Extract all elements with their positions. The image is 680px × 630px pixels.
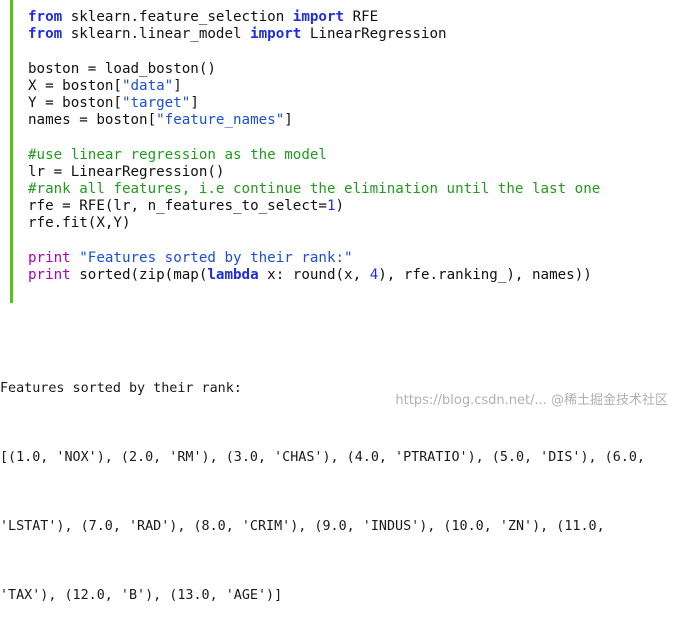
code-token: rfe = RFE(lr, n_features_to_select= [28, 198, 327, 215]
code-line: #rank all features, i.e continue the eli… [28, 181, 600, 198]
code-token-cmt: #rank all features, i.e continue the eli… [28, 180, 601, 197]
output-line-1: [(1.0, 'NOX'), (2.0, 'RM'), (3.0, 'CHAS'… [0, 450, 645, 465]
output-line-2: 'LSTAT'), (7.0, 'RAD'), (8.0, 'CRIM'), (… [0, 519, 605, 534]
code-token: boston = load_boston() [28, 60, 216, 77]
code-token: sklearn.linear_model [62, 26, 251, 43]
code-line: Y = boston["target"] [28, 95, 600, 112]
code-line: print sorted(zip(map(lambda x: round(x, … [28, 267, 600, 284]
code-token-kw: from [28, 26, 63, 43]
code-line: X = boston["data"] [28, 78, 600, 95]
output-line-3: 'TAX'), (12.0, 'B'), (13.0, 'AGE')] [0, 588, 283, 603]
code-line [28, 232, 600, 249]
code-token: ] [284, 112, 293, 129]
code-token: LinearRegression [301, 26, 447, 43]
code-token: names = boston[ [28, 112, 157, 129]
code-line: from sklearn.feature_selection import RF… [28, 9, 600, 26]
code-token: RFE [344, 9, 379, 25]
output-header: Features sorted by their rank: [0, 381, 242, 396]
code-token: lr = LinearRegression() [28, 163, 225, 180]
code-token-prn: print [28, 249, 71, 266]
output-block: Features sorted by their rank: [(1.0, 'N… [0, 331, 680, 630]
code-token: Y = boston[ [28, 94, 122, 111]
code-line: print "Features sorted by their rank:" [28, 250, 600, 267]
code-line: rfe.fit(X,Y) [28, 215, 600, 232]
code-token: ] [190, 94, 199, 111]
code-token-kw: import [292, 9, 345, 25]
code-token-num: 1 [326, 198, 336, 215]
code-line: names = boston["feature_names"] [28, 112, 600, 129]
code-token: ), rfe.ranking_), names)) [378, 266, 592, 283]
code-line [28, 43, 600, 60]
code-token [71, 250, 80, 266]
code-line: rfe = RFE(lr, n_features_to_select=1) [28, 198, 600, 215]
code-token: x: round(x, [258, 266, 370, 283]
code-token: rfe.fit(X,Y) [28, 215, 131, 232]
code-token-kw: lambda [207, 266, 259, 283]
code-token: sorted(zip(map( [70, 266, 208, 283]
code-token-kw: from [28, 9, 63, 25]
code-token-num: 4 [369, 266, 379, 283]
watermark: https://blog.csdn.net/... @稀土掘金技术社区 [395, 393, 668, 408]
code-block: from sklearn.feature_selection import RF… [0, 0, 680, 303]
code-line: from sklearn.linear_model import LinearR… [28, 26, 600, 43]
code-token-str: "Features sorted by their rank:" [79, 249, 353, 266]
code-token: sklearn.feature_selection [62, 9, 293, 25]
code-line: boston = load_boston() [28, 61, 600, 78]
code-token-prn: print [28, 266, 71, 283]
code-token-str: "feature_names" [156, 112, 285, 129]
code-line [28, 129, 600, 146]
code-token-cmt: #use linear regression as the model [28, 146, 327, 163]
code-token-str: "target" [121, 94, 191, 111]
code-token-kw: import [250, 26, 302, 43]
code-token: ] [173, 77, 182, 94]
code-token: ) [335, 198, 345, 215]
code-token-str: "data" [121, 77, 174, 94]
code-token: X = boston[ [28, 77, 122, 94]
code-line: #use linear regression as the model [28, 147, 600, 164]
code-content: from sklearn.feature_selection import RF… [28, 9, 600, 284]
code-line: lr = LinearRegression() [28, 164, 600, 181]
code-accent-bar [10, 0, 13, 303]
